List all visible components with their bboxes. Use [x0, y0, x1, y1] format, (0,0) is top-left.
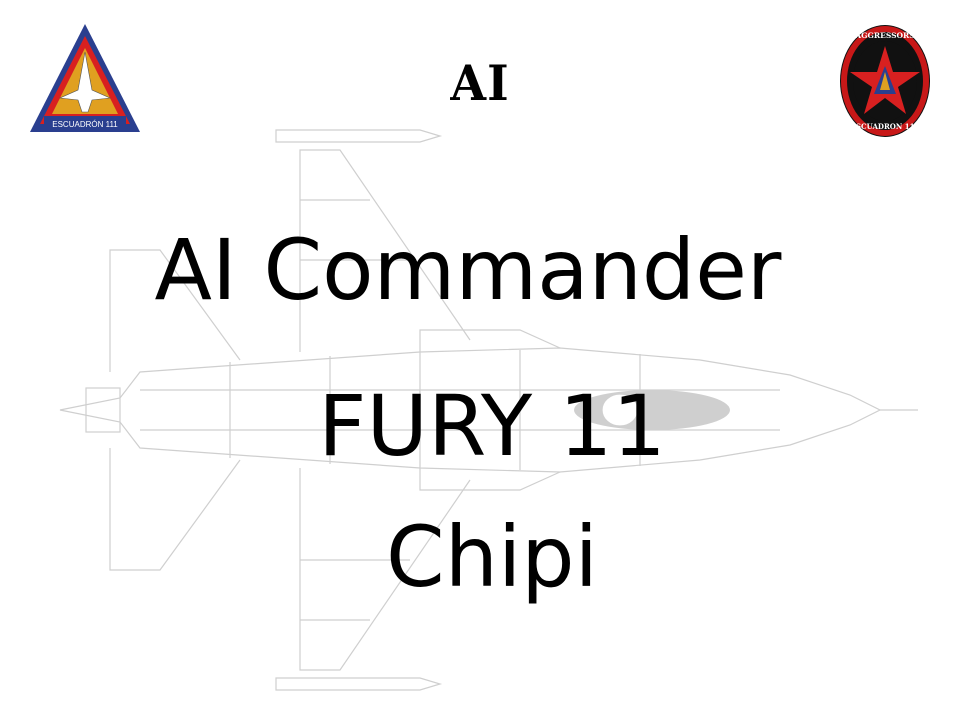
- logo-right-top-text: AGGRESSORS: [854, 31, 914, 40]
- header-title: AI: [450, 54, 510, 112]
- main-line-callsign: FURY 11: [318, 377, 666, 475]
- main-line-name: Chipi: [386, 508, 598, 606]
- main-line-role: AI Commander: [154, 221, 782, 319]
- logo-left-text: ESCUADRÓN 111: [52, 120, 118, 129]
- aggressors-patch-logo: AGGRESSORS ESCUADRON 111: [840, 25, 930, 137]
- escuadron-111-triangle-logo: ESCUADRÓN 111: [30, 24, 140, 132]
- logo-right-bottom-text: ESCUADRON 111: [851, 122, 920, 131]
